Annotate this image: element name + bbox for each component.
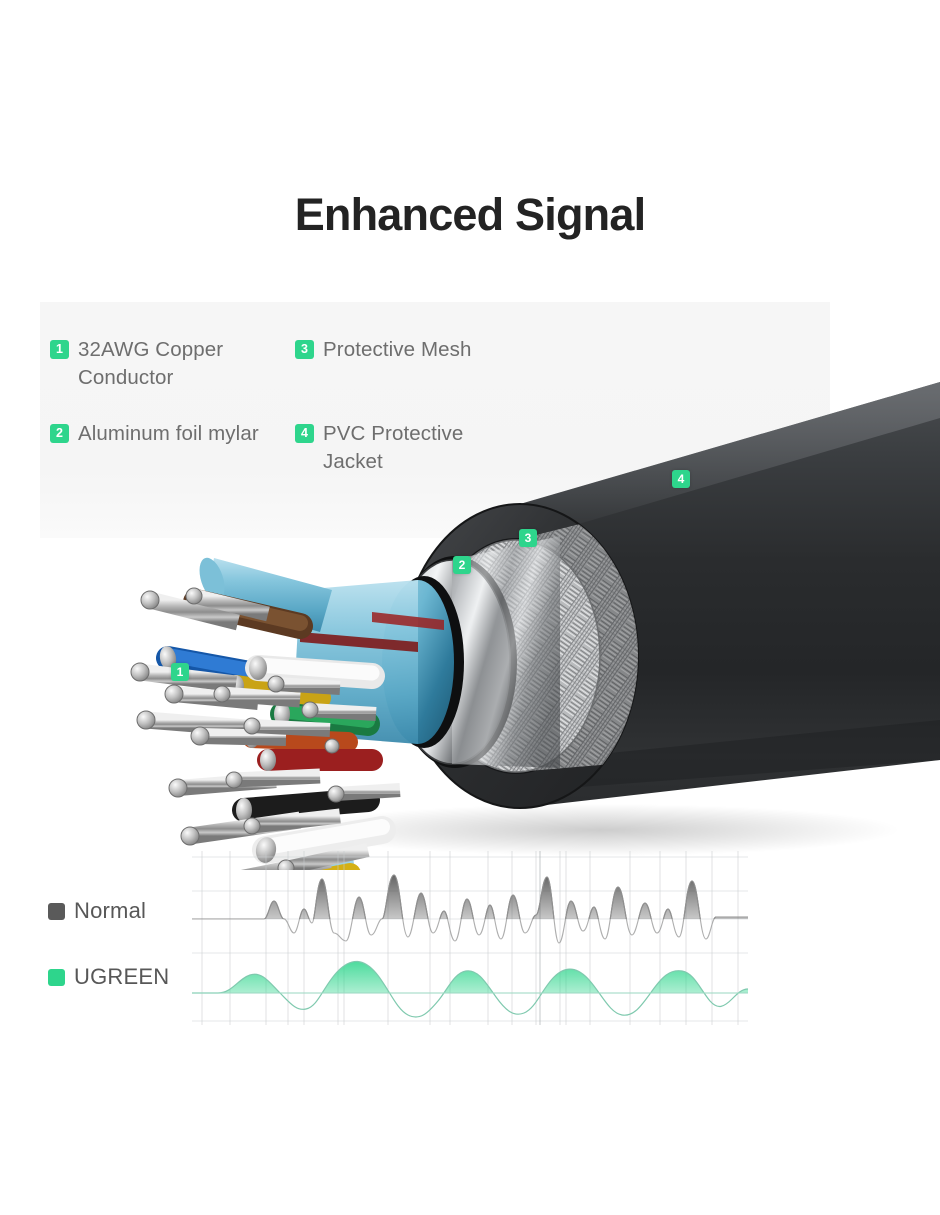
chart-grid-vertical xyxy=(201,851,739,1025)
number-badge-2-icon: 2 xyxy=(50,424,69,443)
legend-label-normal: Normal xyxy=(74,898,147,923)
cable-callout-badge-4: 4 xyxy=(672,470,690,488)
series-normal xyxy=(192,874,748,944)
cable-callout-badge-3: 3 xyxy=(519,529,537,547)
legend-label-ugreen: UGREEN xyxy=(74,964,170,989)
number-badge-4-icon: 4 xyxy=(295,424,314,443)
spec-item-2: 2 Aluminum foil mylar xyxy=(50,420,295,476)
spec-item-label: 32AWG Copper Conductor xyxy=(78,338,224,389)
chart-legend: Normal UGREEN xyxy=(48,893,198,1025)
spec-item-1: 1 32AWG Copper Conductor xyxy=(50,336,295,392)
legend-item-ugreen: UGREEN xyxy=(48,959,198,995)
spec-item-label: PVC Protective Jacket xyxy=(323,422,464,473)
spec-list: 1 32AWG Copper Conductor 3 Protective Me… xyxy=(50,336,690,476)
page-title: Enhanced Signal xyxy=(294,189,646,240)
legend-item-normal: Normal xyxy=(48,893,198,929)
number-badge-3-icon: 3 xyxy=(295,340,314,359)
signal-waveform-chart xyxy=(192,851,748,1025)
number-badge-1-icon: 1 xyxy=(50,340,69,359)
legend-swatch-ugreen-icon xyxy=(48,968,65,986)
spec-item-3: 3 Protective Mesh xyxy=(295,336,540,392)
cable-callout-badge-2: 2 xyxy=(453,556,471,574)
cable-callout-badge-1: 1 xyxy=(171,663,189,681)
spec-item-label: Aluminum foil mylar xyxy=(78,422,259,445)
spec-item-4: 4 PVC Protective Jacket xyxy=(295,420,540,476)
spec-item-label: Protective Mesh xyxy=(323,338,472,361)
chart-grid xyxy=(192,856,748,1022)
series-ugreen xyxy=(192,960,748,1018)
legend-swatch-normal-icon xyxy=(48,902,65,920)
